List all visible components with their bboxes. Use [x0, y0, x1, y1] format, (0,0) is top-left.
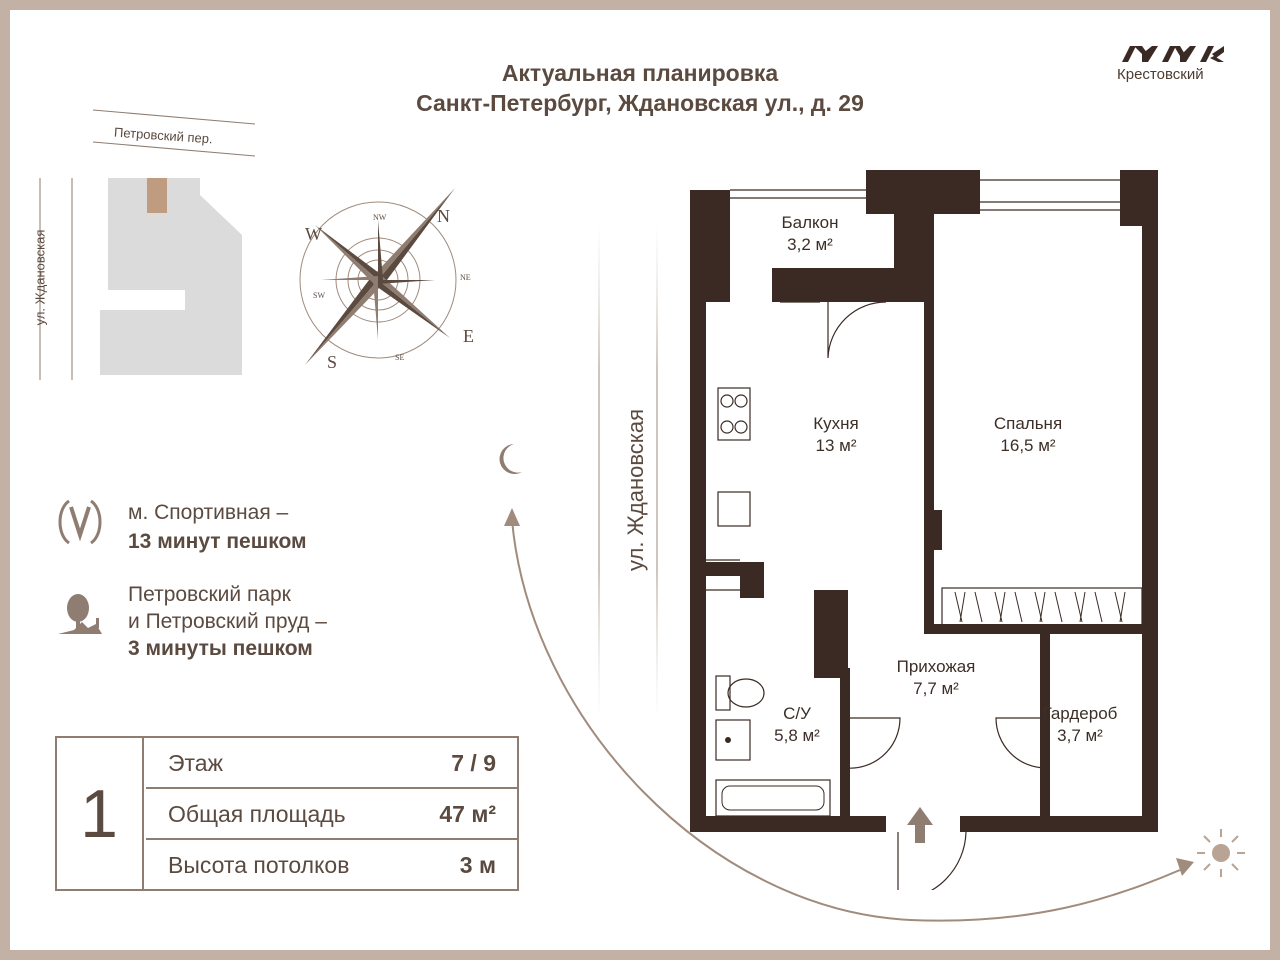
metro-station: м. Спортивная – [128, 501, 289, 524]
floor-plan-page: Актуальная планировка Санкт-Петербург, Ж… [10, 10, 1270, 950]
svg-text:E: E [463, 326, 474, 346]
room-balcony: Балкон 3,2 м² [750, 212, 870, 256]
logo-text: Крестовский [1117, 66, 1204, 83]
svg-text:N: N [437, 206, 450, 226]
room-wardrobe-name: Гардероб [1042, 704, 1118, 723]
svg-text:NE: NE [460, 273, 471, 282]
park-line2: и Петровский пруд – [128, 610, 327, 633]
metro-walk-time-text: 13 минут пешком [128, 530, 307, 553]
room-hall-name: Прихожая [896, 657, 976, 676]
table-row: Высота потолков 3 м [146, 840, 518, 890]
room-hall: Прихожая 7,7 м² [876, 656, 996, 700]
park-line1: Петровский парк [128, 583, 291, 606]
compass-rose: N E S W NW NE SE SW [299, 188, 474, 370]
room-bedroom-area: 16,5 м² [1000, 436, 1056, 455]
row-divider [146, 838, 518, 840]
logo-icon [1122, 46, 1224, 62]
row-label: Этаж [168, 749, 223, 776]
room-wardrobe-area: 3,7 м² [1057, 726, 1103, 745]
row-divider [146, 787, 518, 789]
metro-icon [58, 499, 102, 545]
floor-plan [690, 170, 1158, 890]
svg-text:SW: SW [313, 291, 325, 300]
table-row: Этаж 7 / 9 [146, 738, 518, 788]
room-bath-name: С/У [783, 704, 811, 723]
entrance-arrow-icon [907, 807, 933, 843]
street-label-left: ул. Ждановская [32, 229, 48, 326]
room-kitchen-area: 13 м² [815, 436, 857, 455]
room-balcony-area: 3,2 м² [787, 235, 833, 254]
metro-walk-time: 13 минут пешком [128, 527, 307, 556]
svg-text:W: W [305, 224, 322, 244]
street-label-main: ул. Ждановская [621, 390, 651, 590]
room-bedroom: Спальня 16,5 м² [968, 413, 1088, 457]
room-balcony-name: Балкон [781, 213, 839, 232]
site-map [39, 109, 256, 380]
svg-text:S: S [327, 352, 337, 370]
street-band [598, 220, 658, 720]
moon-icon [499, 444, 522, 474]
row-label: Общая площадь [168, 800, 346, 827]
room-wardrobe: Гардероб 3,7 м² [1020, 703, 1140, 747]
svg-text:NW: NW [373, 213, 387, 222]
street-label-main-text: ул. Ждановская [623, 408, 649, 572]
svg-text:SE: SE [395, 353, 404, 362]
room-bedroom-name: Спальня [993, 414, 1063, 433]
park-icon [58, 594, 102, 634]
apartment-info-table [55, 736, 519, 891]
park-walk-time: 3 минуты пешком [128, 634, 313, 663]
row-value: 3 м [459, 851, 496, 878]
page-title: Актуальная планировка [501, 60, 779, 86]
room-kitchen: Кухня 13 м² [776, 413, 896, 457]
room-hall-area: 7,7 м² [913, 679, 959, 698]
page-subtitle: Санкт-Петербург, Ждановская ул., д. 29 [416, 90, 864, 116]
row-label: Высота потолков [168, 851, 350, 878]
row-value: 47 м² [439, 800, 496, 827]
row-value: 7 / 9 [451, 749, 496, 776]
sun-path-arc [504, 508, 1194, 922]
rooms-count: 1 [56, 738, 144, 889]
room-bath-area: 5,8 м² [774, 726, 820, 745]
table-row: Общая площадь 47 м² [146, 789, 518, 839]
sun-icon [1197, 829, 1245, 877]
park-walk-time-text: 3 минуты пешком [128, 637, 313, 660]
room-kitchen-name: Кухня [813, 414, 859, 433]
room-bath: С/У 5,8 м² [752, 703, 842, 747]
